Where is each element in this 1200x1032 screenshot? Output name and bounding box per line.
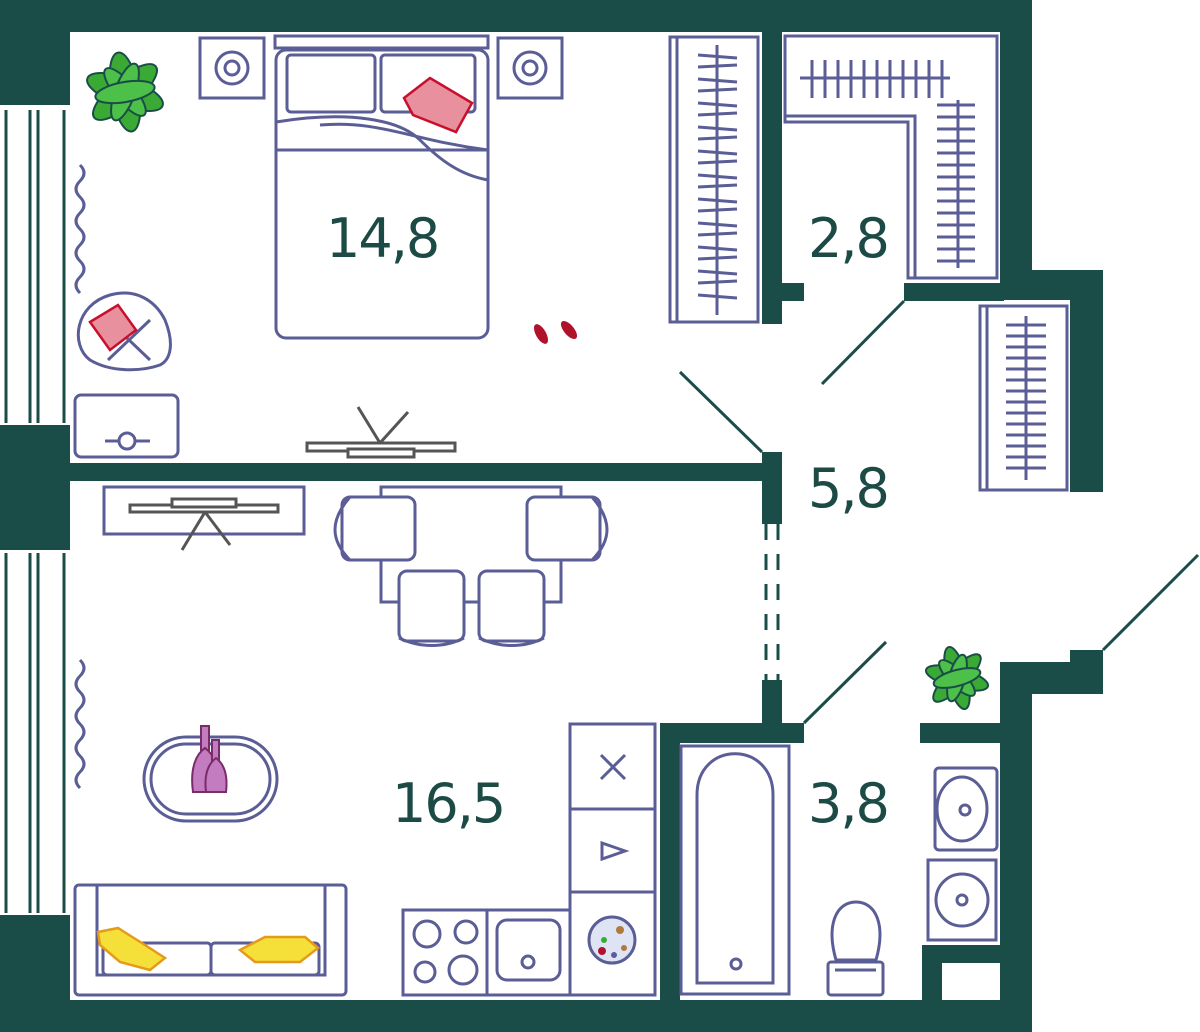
washing-machine (926, 858, 998, 942)
hanger-mark (697, 279, 738, 285)
tv-stand-bedroom (305, 406, 457, 459)
hanger-mark (697, 63, 738, 69)
nightstand-right (496, 36, 564, 100)
sofa (73, 883, 348, 997)
nightstand-left (198, 36, 266, 100)
hanger-mark (697, 293, 738, 300)
hanger-mark (697, 125, 738, 132)
hanger-mark (697, 269, 738, 276)
sink-icon (485, 908, 572, 997)
bathtub-icon (679, 744, 791, 996)
hanger-mark (697, 183, 738, 189)
hanger-mark (697, 135, 738, 141)
vase-icon (191, 725, 228, 793)
desk (102, 485, 306, 551)
area-label-hallway: 5,8 (808, 457, 888, 520)
hanger-mark (697, 149, 738, 156)
window-living (4, 553, 66, 913)
hanger-mark (697, 111, 738, 117)
hanger-mark (697, 231, 738, 237)
hanger-mark (697, 53, 738, 60)
hanger-mark (697, 101, 738, 108)
toilet-icon (826, 900, 885, 997)
hanger-mark (697, 245, 738, 252)
area-label-bedroom: 14,8 (326, 207, 438, 270)
curtain-bedroom (74, 163, 86, 295)
closet-l-shaped (783, 34, 999, 280)
hanger-mark (697, 207, 738, 213)
hanger-mark (697, 221, 738, 228)
plant-icon (86, 51, 164, 133)
hanger-mark (697, 87, 738, 93)
stove-icon (401, 908, 489, 997)
closet-hallway (978, 304, 1069, 492)
area-label-wardrobe: 2,8 (808, 207, 888, 270)
hanger-mark (697, 173, 738, 180)
doors (678, 299, 1200, 725)
hanger-mark (697, 77, 738, 84)
kitchen-counter (568, 722, 657, 997)
closet-tall (668, 35, 760, 324)
double-bed (273, 34, 490, 340)
slippers-icon (534, 320, 578, 344)
walls (0, 0, 1103, 1032)
area-label-living: 16,5 (392, 772, 504, 835)
dining-set (333, 485, 609, 647)
hanger-mark (697, 159, 738, 165)
washbasin (933, 766, 999, 852)
pillow-icon (402, 76, 474, 134)
area-label-bathroom: 3,8 (808, 772, 888, 835)
hanger-mark (697, 197, 738, 204)
armchair (76, 291, 172, 372)
dresser (73, 393, 180, 459)
hanger-mark (697, 255, 738, 261)
plant-icon (924, 645, 990, 711)
curtain-living (74, 658, 86, 790)
window-bedroom (4, 110, 66, 423)
